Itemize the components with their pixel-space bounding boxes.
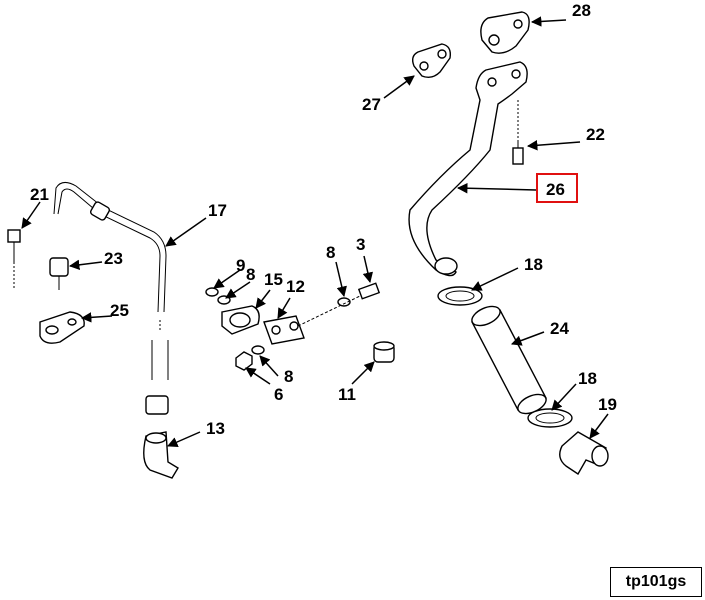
- callout-17: 17: [208, 201, 227, 220]
- washer-8-lower: [251, 345, 265, 355]
- callout-18-lower: 18: [578, 369, 597, 388]
- bracket-12: [263, 315, 305, 345]
- callout-25: 25: [110, 301, 129, 320]
- spacer-11: [373, 341, 395, 363]
- callout-13: 13: [206, 419, 225, 438]
- hose-clamp-18-upper: [437, 286, 483, 306]
- washer-9: [205, 287, 219, 297]
- callout-24: 24: [550, 319, 569, 338]
- bolt-22: [512, 100, 524, 165]
- gasket-28: [480, 11, 530, 54]
- fitting-23: [13, 257, 69, 290]
- callout-15: 15: [264, 270, 283, 289]
- washer-8-bolt: [337, 297, 351, 307]
- callout-23: 23: [104, 249, 123, 268]
- flange-25: [39, 311, 85, 344]
- tube-26: [408, 61, 528, 277]
- bolt-3: [297, 282, 381, 327]
- gasket-27: [411, 43, 452, 79]
- bolt-21: [7, 229, 21, 262]
- callout-18-upper: 18: [524, 255, 543, 274]
- hose-24: [471, 305, 547, 415]
- callout-12: 12: [286, 277, 305, 296]
- bracket-15: [221, 305, 260, 335]
- line-17: [53, 182, 169, 415]
- callout-28: 28: [572, 1, 591, 20]
- callout-9: 9: [236, 256, 245, 275]
- callout-11: 11: [338, 385, 356, 404]
- callout-19: 19: [598, 395, 617, 414]
- callout-26: 26: [546, 180, 565, 199]
- callout-3: 3: [356, 235, 365, 254]
- callout-8-bolt: 8: [326, 243, 335, 262]
- callout-6: 6: [274, 385, 283, 404]
- figure-id-label: tp101gs: [610, 567, 702, 597]
- callout-27: 27: [362, 95, 381, 114]
- elbow-13: [143, 431, 179, 479]
- elbow-19: [559, 431, 609, 475]
- callout-8-upper: 8: [246, 265, 255, 284]
- callout-21: 21: [30, 185, 49, 204]
- nut-6: [235, 351, 253, 371]
- callout-22: 22: [586, 125, 605, 144]
- hose-clamp-18-lower: [527, 408, 573, 428]
- highlight-box: [536, 173, 578, 203]
- callout-8-lower: 8: [284, 367, 293, 386]
